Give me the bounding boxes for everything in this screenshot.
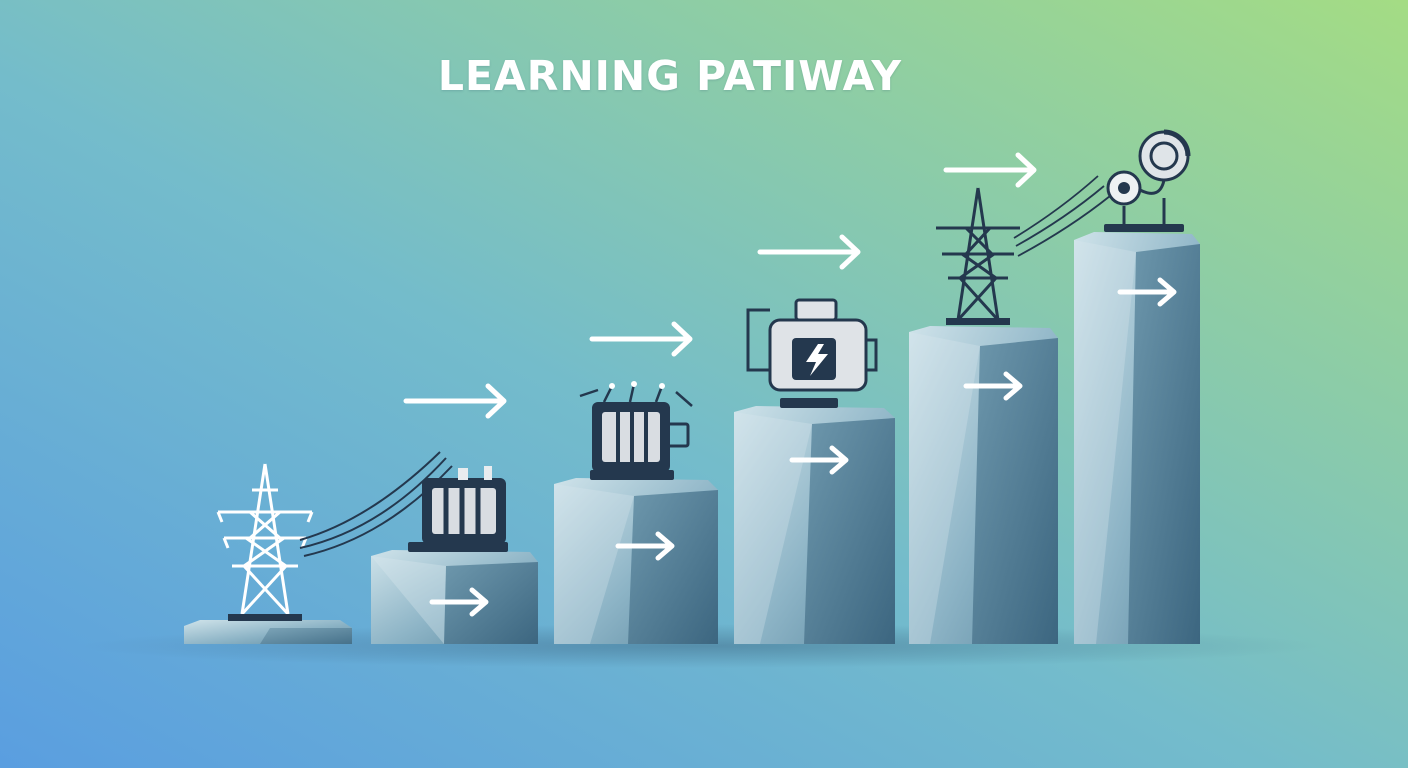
transformer-icon [408, 466, 508, 552]
step-2 [371, 466, 538, 644]
transmission-tower-icon [936, 187, 1020, 325]
step-6 [1074, 129, 1200, 644]
step-3-arrow [615, 531, 675, 561]
step-4 [734, 298, 895, 644]
power-line [1013, 175, 1111, 257]
transmission-tower-icon [216, 463, 314, 621]
step-5-arrow [963, 371, 1023, 401]
step-3 [554, 381, 718, 644]
arrow-3 [757, 234, 861, 270]
electric-motor-icon [746, 298, 878, 408]
step-1 [184, 451, 453, 644]
step-2-arrow [429, 587, 489, 617]
arrow-1 [403, 383, 507, 419]
step-6-arrow [1117, 277, 1177, 307]
step-4-arrow [789, 445, 849, 475]
transformer-icon [579, 381, 693, 480]
page-title: LEARNING PATIWAY [437, 52, 903, 100]
step-5 [909, 175, 1111, 644]
arrow-4 [943, 152, 1037, 188]
satellite-dish-icon [1104, 129, 1191, 232]
arrow-2 [589, 321, 693, 357]
